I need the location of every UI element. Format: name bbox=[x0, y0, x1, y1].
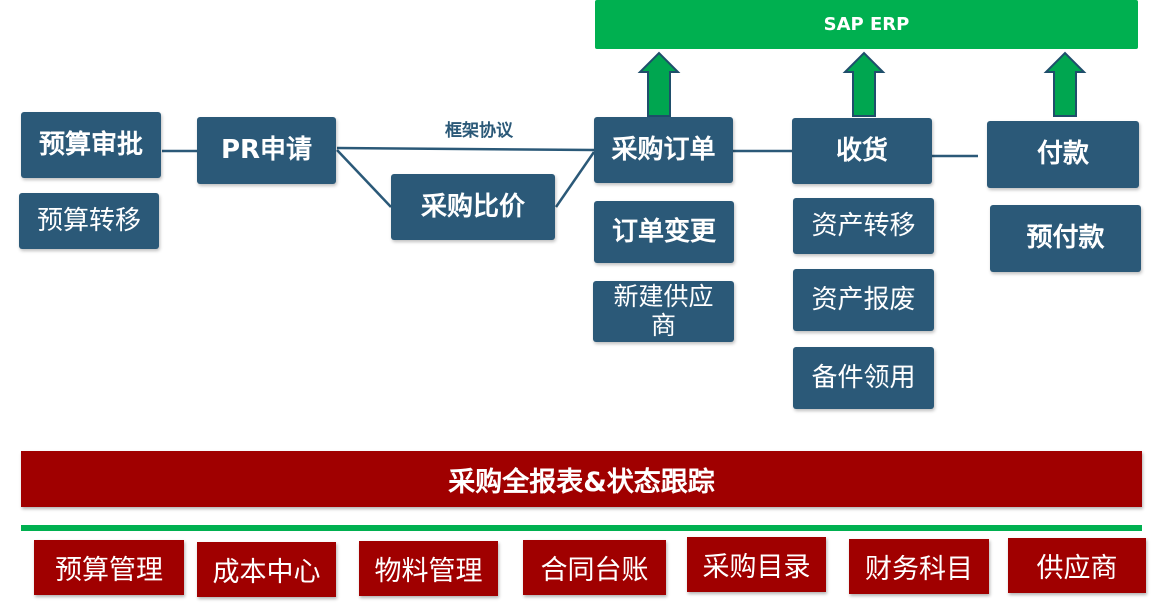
arrow-up-po bbox=[637, 51, 681, 117]
arrow-up-receive bbox=[842, 51, 886, 117]
node-purchase-order: 采购订单 bbox=[594, 117, 733, 183]
node-price-compare: 采购比价 bbox=[391, 174, 555, 240]
master-contract-ledger: 合同台账 bbox=[523, 540, 666, 595]
arrow-up-payment bbox=[1043, 51, 1087, 117]
divider-line bbox=[21, 525, 1142, 531]
label-framework-agreement: 框架协议 bbox=[445, 121, 513, 141]
node-new-supplier: 新建供应商 bbox=[593, 281, 734, 342]
node-asset-transfer: 资产转移 bbox=[793, 198, 934, 254]
line-compare-to-po bbox=[554, 151, 596, 208]
node-payment: 付款 bbox=[987, 121, 1139, 188]
node-spare-parts: 备件领用 bbox=[793, 347, 934, 409]
node-receiving: 收货 bbox=[792, 118, 932, 184]
node-prepayment: 预付款 bbox=[990, 205, 1141, 272]
sap-erp-banner: SAP ERP bbox=[595, 0, 1138, 49]
node-order-change: 订单变更 bbox=[594, 201, 734, 263]
report-status-banner: 采购全报表&状态跟踪 bbox=[21, 451, 1142, 507]
master-cost-center: 成本中心 bbox=[197, 542, 336, 597]
master-material-mgmt: 物料管理 bbox=[359, 541, 498, 596]
node-asset-scrap: 资产报废 bbox=[793, 269, 934, 331]
node-budget-approval: 预算审批 bbox=[21, 112, 161, 178]
master-finance-account: 财务科目 bbox=[849, 539, 989, 594]
node-budget-transfer: 预算转移 bbox=[19, 193, 159, 249]
line-pr-to-po bbox=[336, 146, 595, 152]
node-pr-request: PR申请 bbox=[197, 117, 336, 184]
master-supplier: 供应商 bbox=[1008, 538, 1146, 593]
master-budget-mgmt: 预算管理 bbox=[34, 540, 184, 595]
line-pr-to-compare bbox=[336, 149, 392, 208]
master-purchase-catalog: 采购目录 bbox=[687, 537, 826, 592]
